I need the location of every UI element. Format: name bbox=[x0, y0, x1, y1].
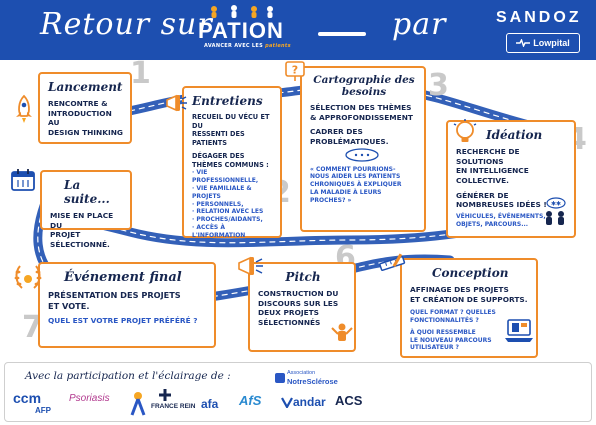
step-title: Lancement bbox=[48, 80, 123, 94]
step-title: Entretiens bbox=[192, 94, 263, 108]
france-rein-logo: FRANCE REIN bbox=[151, 403, 196, 410]
svg-text:✱✱: ✱✱ bbox=[551, 201, 561, 208]
step-title: Événement final bbox=[64, 270, 182, 285]
megaphone-icon bbox=[166, 94, 187, 112]
presenter-icon bbox=[331, 323, 353, 341]
afp-logo: AFP bbox=[35, 406, 51, 415]
idea-examples: Véhicules, événements, objets, parcours.… bbox=[456, 212, 546, 228]
step-description: Présentation des projets et vote. bbox=[48, 290, 181, 311]
partners-heading: Avec la participation et l'éclairage de … bbox=[25, 370, 231, 382]
pation-wordmark: PATION bbox=[198, 18, 284, 43]
step-description-2: Cadrer des problématiques. bbox=[310, 127, 389, 146]
afa-logo: afa bbox=[201, 397, 219, 411]
themes-list: Vie professionnelle, vie familiale & pro… bbox=[192, 169, 274, 239]
step-number-1: 1 bbox=[130, 56, 151, 91]
sandoz-logo: SANDOZ bbox=[496, 9, 582, 26]
step-title: Pitch bbox=[285, 270, 321, 284]
andar-mark-icon bbox=[281, 397, 293, 408]
psoriasis-logo: Psoriasis bbox=[69, 393, 110, 404]
vote-question: Quel est votre projet préféré ? bbox=[48, 316, 198, 326]
speech-bubble-icon bbox=[345, 147, 379, 162]
ribbon-icon bbox=[130, 392, 146, 416]
ccm-logo: ccm bbox=[13, 390, 42, 406]
step-card-entretiens: Entretiens Recueil du vécu et du ressent… bbox=[182, 86, 282, 239]
acs-logo: ACS bbox=[335, 393, 363, 408]
cross-icon bbox=[159, 389, 171, 401]
title-retour-sur: Retour sur bbox=[40, 7, 213, 42]
step-number-3: 3 bbox=[428, 68, 449, 103]
pation-tagline: AVANCER AVEC LES patients bbox=[204, 43, 291, 49]
header-banner: Retour sur PATION AVANCER AVEC LES patie… bbox=[0, 0, 596, 60]
notresclerose-logo: NotreSclérose bbox=[287, 377, 338, 386]
notresclerose-logo-small: Association bbox=[287, 370, 316, 376]
step-card-lancement: Lancement Rencontre & introduction au de… bbox=[38, 72, 132, 144]
step-description: Affinage des projets et création de supp… bbox=[410, 285, 528, 304]
people-icon bbox=[211, 5, 273, 18]
people-group-icon: ✱✱ bbox=[546, 197, 566, 225]
question-sign-icon: ? bbox=[285, 61, 305, 81]
step-description: Construction du discours sur les deux pr… bbox=[258, 289, 339, 327]
problem-question: « Comment pourrions- nous aider les pati… bbox=[310, 165, 402, 204]
afs-logo: AfS bbox=[239, 393, 262, 408]
lightbulb-icon bbox=[453, 119, 477, 142]
step-description: Sélection des thèmes & approfondissement bbox=[310, 103, 413, 122]
step-description: Recherche de solutions en intelligence c… bbox=[456, 147, 529, 185]
step-card-evenement-final: Événement final Présentation des projets… bbox=[38, 262, 216, 348]
design-questions-2: À quoi ressemble le nouveau parcours uti… bbox=[410, 328, 492, 352]
title-par: par bbox=[392, 7, 447, 42]
step-description-2: Générer de nombreuses idées ! bbox=[456, 190, 547, 210]
rocket-icon bbox=[16, 94, 32, 123]
design-questions: Quel format ? Quelles fonctionnalités ? bbox=[410, 309, 496, 325]
step-title: Idéation bbox=[486, 128, 543, 142]
step-number-7: 7 bbox=[22, 310, 43, 345]
ruler-pencil-icon bbox=[379, 253, 406, 272]
pation-logo: PATION AVANCER AVEC LES patients bbox=[196, 4, 291, 54]
step-description: Mise en place du projet sélectionné. bbox=[50, 211, 114, 249]
svg-text:?: ? bbox=[292, 64, 298, 77]
partners-footer: Avec la participation et l'éclairage de … bbox=[4, 362, 592, 422]
step-description: Rencontre & introduction au design think… bbox=[48, 99, 123, 137]
step-card-cartographie: Cartographie des besoins Sélection des t… bbox=[300, 66, 426, 232]
step-description: Recueil du vécu et du ressenti des patie… bbox=[192, 113, 270, 147]
lowpital-logo: Lowpital bbox=[506, 33, 580, 53]
megaphone-icon bbox=[238, 256, 263, 276]
step-title: La suite... bbox=[64, 178, 110, 206]
step-title: Conception bbox=[432, 266, 509, 280]
step-card-la-suite: La suite... Mise en place du projet séle… bbox=[40, 170, 132, 249]
andar-logo: andar bbox=[293, 395, 326, 409]
notresclerose-mark-icon bbox=[275, 373, 285, 383]
calendar-icon bbox=[11, 169, 35, 191]
step-title: Cartographie des besoins bbox=[313, 74, 415, 98]
laurel-icon bbox=[14, 265, 42, 289]
title-dash bbox=[318, 32, 366, 36]
step-subtitle: Dégager des thèmes communs : bbox=[192, 152, 269, 169]
laptop-icon bbox=[505, 319, 533, 342]
heartbeat-icon bbox=[516, 39, 531, 47]
